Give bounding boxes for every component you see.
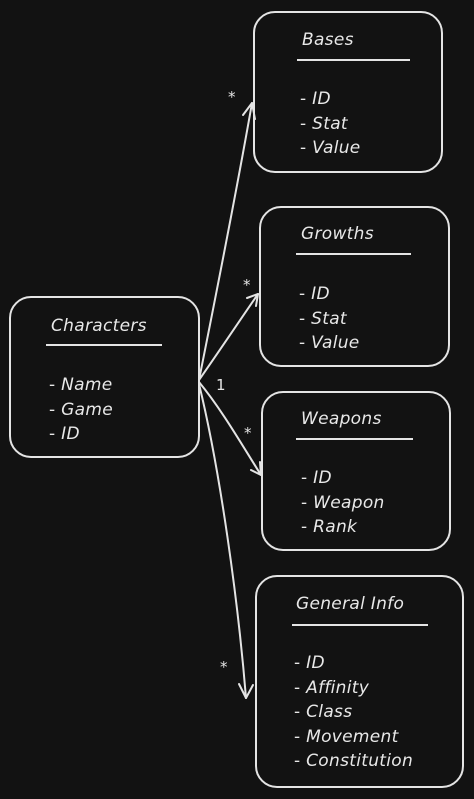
entity-characters[interactable]: Characters Name Game ID [9,296,200,458]
entity-title: Growths [301,224,374,244]
field-item: Game [49,398,113,423]
connector-characters-growths [198,293,259,381]
field-item: ID [49,422,113,447]
field-list: ID Stat Value [300,87,361,161]
field-item: Affinity [294,676,413,701]
field-list: Name Game ID [49,373,113,447]
field-item: Name [49,373,113,398]
field-item: Value [300,136,361,161]
field-list: ID Weapon Rank [301,466,385,540]
field-item: ID [301,466,385,491]
multiplicity-growths: * [243,276,251,294]
multiplicity-general-info: * [220,658,228,676]
multiplicity-bases: * [228,88,236,106]
title-underline [296,438,413,440]
title-underline [292,624,428,626]
multiplicity-source: 1 [216,376,226,394]
field-item: Stat [300,112,361,137]
entity-bases[interactable]: Bases ID Stat Value [253,11,443,173]
entity-title: General Info [296,594,405,614]
title-underline [296,253,411,255]
field-item: Class [294,700,413,725]
field-item: ID [294,651,413,676]
field-item: Value [299,331,360,356]
multiplicity-weapons: * [244,424,252,442]
field-item: Weapon [301,491,385,516]
title-underline [46,344,162,346]
arrowhead-general-info [238,683,254,699]
entity-growths[interactable]: Growths ID Stat Value [259,206,450,367]
field-item: Movement [294,725,413,750]
connector-characters-weapons [198,381,262,476]
entity-title: Characters [51,316,147,336]
entity-title: Bases [302,30,354,50]
entity-weapons[interactable]: Weapons ID Weapon Rank [261,391,451,551]
title-underline [297,59,410,61]
field-item: ID [300,87,361,112]
connector-characters-bases [198,102,253,381]
field-list: ID Stat Value [299,282,360,356]
entity-title: Weapons [301,409,382,429]
connector-characters-general-info [198,383,247,699]
field-item: Constitution [294,749,413,774]
field-item: Stat [299,307,360,332]
entity-general-info[interactable]: General Info ID Affinity Class Movement … [255,575,464,788]
arrowhead-growths [246,293,259,307]
field-item: ID [299,282,360,307]
field-list: ID Affinity Class Movement Constitution [294,651,413,774]
field-item: Rank [301,515,385,540]
